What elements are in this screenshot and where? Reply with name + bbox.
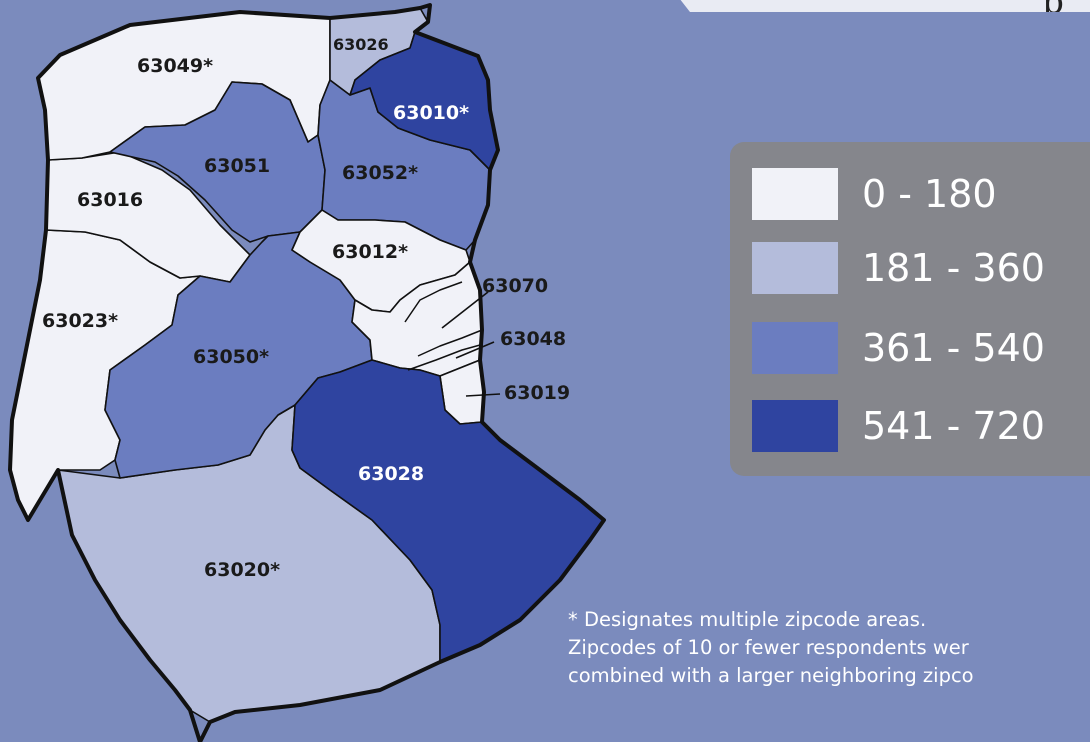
- footnote-line-3: combined with a larger neighboring zipco: [568, 664, 974, 687]
- label-63023: 63023*: [42, 310, 118, 332]
- top-banner: p: [657, 0, 1090, 12]
- legend-label-2: 181 - 360: [862, 246, 1045, 290]
- leader-63048: [455, 341, 495, 359]
- label-63016: 63016: [77, 189, 143, 211]
- legend-swatch-3: [752, 322, 838, 374]
- label-63020: 63020*: [204, 559, 280, 581]
- boundary-63070-north: [404, 281, 463, 323]
- label-63049: 63049*: [137, 55, 213, 77]
- legend-swatch-2: [752, 242, 838, 294]
- label-63050: 63050*: [193, 346, 269, 368]
- legend-label-3: 361 - 540: [862, 326, 1045, 370]
- inner-boundaries: [404, 281, 483, 371]
- legend-row-2: 181 - 360: [752, 242, 1045, 294]
- label-63026: 63026: [333, 35, 389, 54]
- legend-row-3: 361 - 540: [752, 322, 1045, 374]
- map-regions: [9, 7, 605, 723]
- footnote: * Designates multiple zipcode areas. Zip…: [568, 606, 1090, 690]
- label-63019: 63019: [504, 382, 570, 404]
- legend-swatch-1: [752, 168, 838, 220]
- legend-swatch-4: [752, 400, 838, 452]
- label-63012: 63012*: [332, 241, 408, 263]
- label-63028: 63028: [358, 463, 424, 485]
- footnote-line-2: Zipcodes of 10 or fewer respondents wer: [568, 636, 969, 659]
- legend-label-1: 0 - 180: [862, 172, 997, 216]
- boundary-63048: [417, 329, 483, 357]
- leader-63019: [465, 393, 501, 397]
- leader-lines: [441, 291, 501, 397]
- boundary-63048-b: [407, 344, 481, 371]
- legend-label-4: 541 - 720: [862, 404, 1045, 448]
- label-63048: 63048: [500, 328, 566, 350]
- label-63052: 63052*: [342, 162, 418, 184]
- zip-labels: 63049* 63026 63010* 63051 63052* 63016 6…: [42, 35, 570, 581]
- legend: 0 - 180 181 - 360 361 - 540 541 - 720: [730, 142, 1090, 476]
- footnote-line-1: * Designates multiple zipcode areas.: [568, 608, 927, 631]
- label-63010: 63010*: [393, 102, 469, 124]
- legend-row-4: 541 - 720: [752, 400, 1045, 452]
- county-outline: [8, 3, 606, 742]
- zipcode-map: 63049* 63026 63010* 63051 63052* 63016 6…: [8, 3, 606, 742]
- label-63070: 63070: [482, 275, 548, 297]
- legend-row-1: 0 - 180: [752, 168, 997, 220]
- label-63051: 63051: [204, 155, 270, 177]
- leader-63070: [441, 291, 489, 329]
- top-banner-text: p: [1042, 0, 1064, 12]
